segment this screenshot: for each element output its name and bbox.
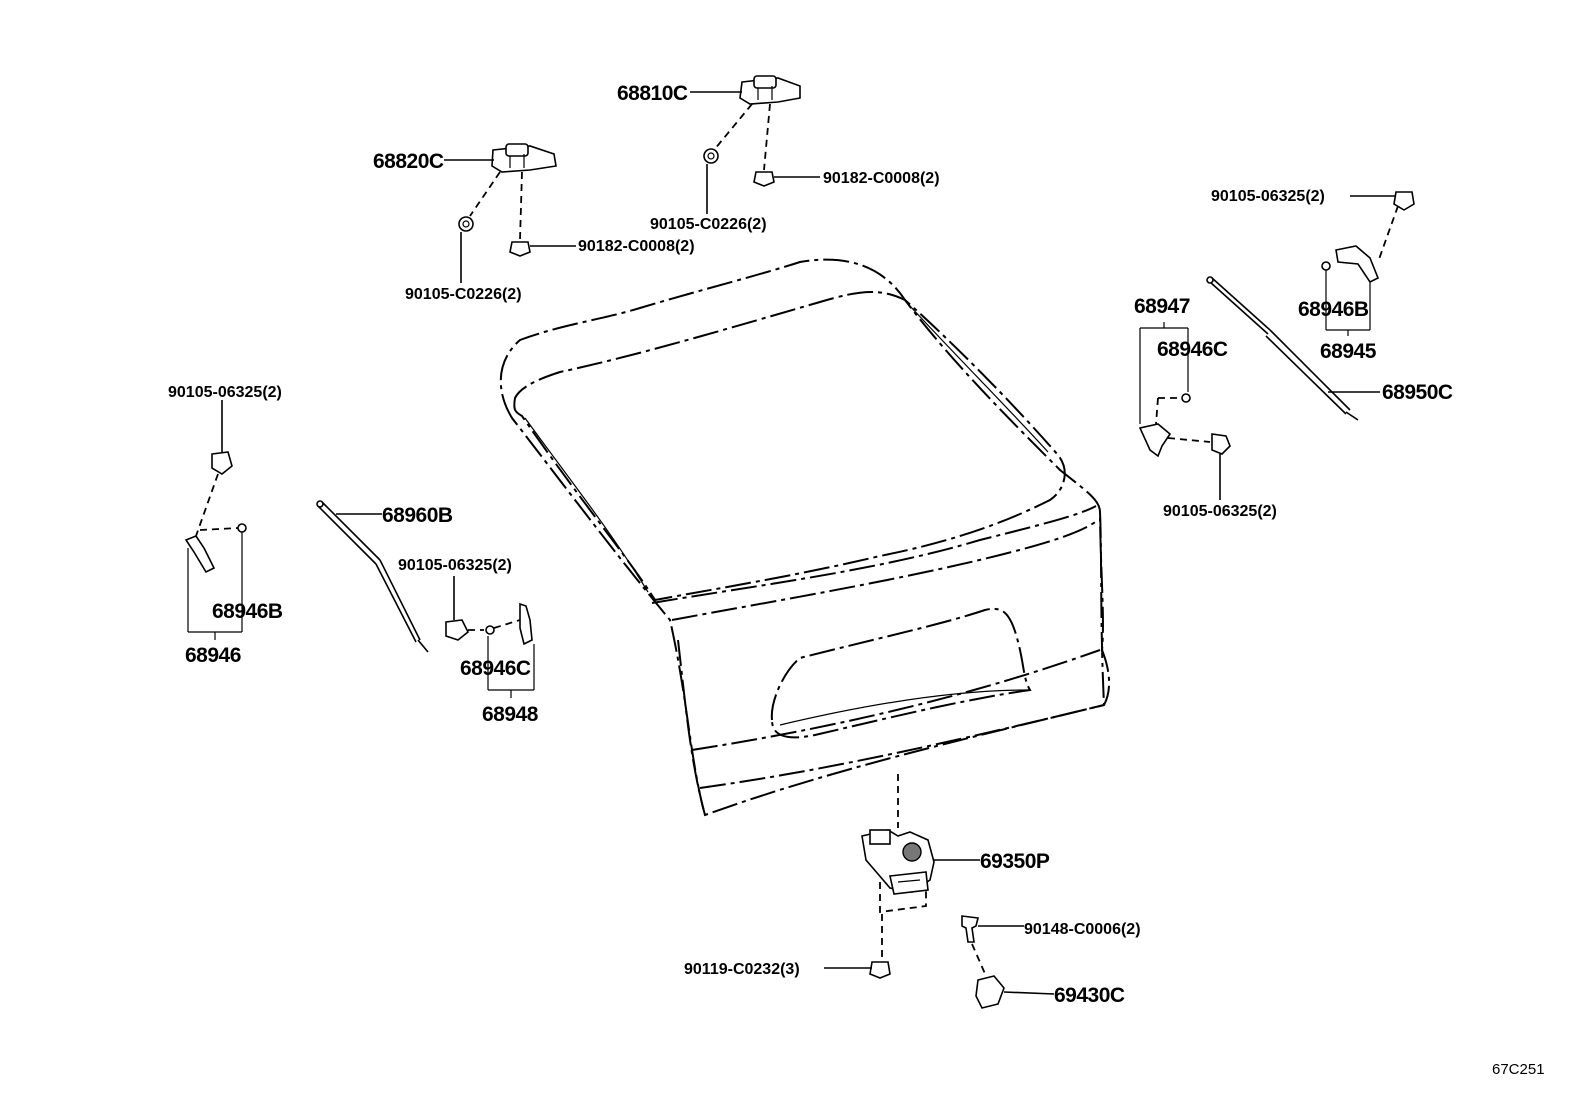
- label-68820C: 68820C: [373, 150, 444, 173]
- label-90105-06325-topright: 90105-06325(2): [1211, 188, 1325, 205]
- bracket-68948-center: [445, 576, 535, 698]
- label-68946B-right: 68946B: [1298, 298, 1369, 321]
- hinge-68820C: [444, 143, 557, 173]
- screw-90148: [961, 915, 1024, 977]
- bracket-68946B-right: [1321, 191, 1415, 336]
- label-90105-06325-left: 90105-06325(2): [168, 384, 282, 401]
- label-69430C: 69430C: [1054, 984, 1125, 1007]
- label-90119: 90119-C0232(3): [684, 961, 800, 978]
- label-90105-c0226-top: 90105-C0226(2): [650, 216, 767, 233]
- label-68810C: 68810C: [617, 82, 688, 105]
- label-68947: 68947: [1134, 295, 1190, 318]
- label-68946C-center: 68946C: [460, 657, 531, 680]
- hinge-68810C: [690, 75, 801, 105]
- hinge-fasteners: [458, 103, 820, 283]
- bolt-90119: [824, 961, 891, 979]
- label-68948: 68948: [482, 703, 539, 726]
- label-90148: 90148-C0006(2): [1024, 921, 1141, 938]
- diagram-code: 67C251: [1492, 1061, 1545, 1078]
- label-68960B: 68960B: [382, 504, 453, 527]
- stay-assy-68960B: [316, 500, 429, 653]
- stay-assy-68950C: [1206, 276, 1380, 421]
- lock-assy-69350P: [861, 774, 980, 958]
- label-68946B-left: 68946B: [212, 600, 283, 623]
- part-labels: 68810C 68820C 90182-C0008(2) 90105-C0226…: [168, 82, 1545, 1078]
- bracket-68946-left: [184, 400, 247, 640]
- label-68945: 68945: [1320, 340, 1377, 363]
- label-90105-c0226-left: 90105-C0226(2): [405, 286, 522, 303]
- bracket-68947-right: [1138, 322, 1231, 500]
- label-68950C: 68950C: [1382, 381, 1453, 404]
- label-90182-left: 90182-C0008(2): [578, 238, 695, 255]
- label-68946C-right: 68946C: [1157, 338, 1228, 361]
- label-69350P: 69350P: [980, 850, 1050, 873]
- label-90182-top: 90182-C0008(2): [823, 170, 940, 187]
- label-68946: 68946: [185, 644, 241, 667]
- label-90105-06325-center: 90105-06325(2): [398, 557, 512, 574]
- back-door-panel: [499, 258, 1110, 817]
- label-90105-06325-right: 90105-06325(2): [1163, 503, 1277, 520]
- striker-69430C: [975, 975, 1055, 1009]
